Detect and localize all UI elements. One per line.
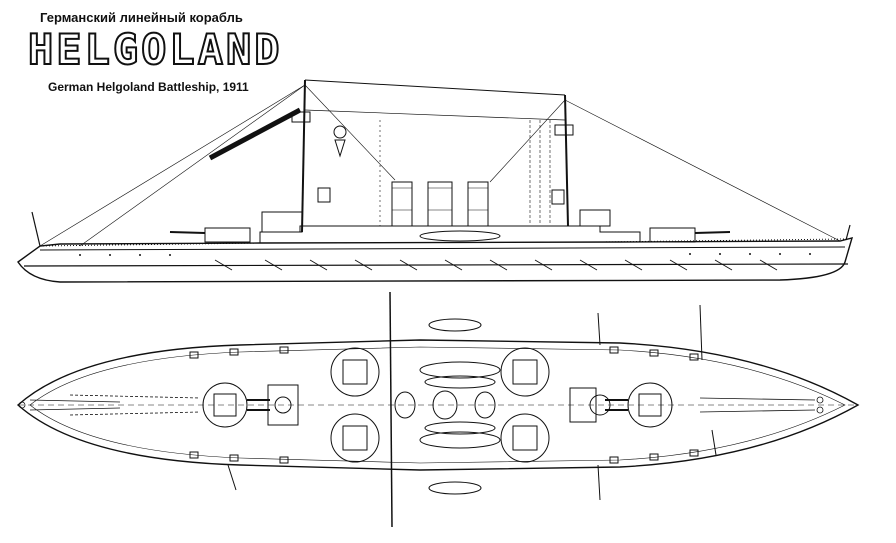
secondary-gun-casemates [189, 346, 699, 464]
fore-fighting-top [291, 111, 311, 123]
turret-bow [202, 382, 270, 428]
plan-aft-conning-tower [589, 394, 611, 416]
turret-aft-port [500, 347, 550, 397]
funnel-1 [391, 181, 413, 227]
topmast-stay [304, 79, 566, 96]
funnel-3 [467, 181, 489, 227]
plan-boom-bow-starboard [227, 464, 237, 491]
fore-mast [301, 79, 306, 233]
boat-crane [208, 107, 302, 161]
side-profile-view [17, 79, 854, 283]
plan-conning-tower [274, 396, 292, 414]
anchor-chains [18, 394, 201, 416]
portholes [79, 253, 811, 256]
plan-boat-port-2 [424, 375, 496, 389]
plan-funnel-1 [394, 391, 416, 419]
plan-boat-port-1 [419, 361, 501, 379]
forward-turret-profile [204, 227, 251, 243]
turret-aft-starboard [500, 413, 550, 463]
aft-turret-profile [649, 227, 696, 243]
wireless-antenna [304, 109, 566, 121]
plan-funnel-3 [474, 391, 496, 419]
main-fighting-top [554, 124, 574, 136]
jack-staff [31, 211, 41, 247]
plan-inner-deck-edge [29, 346, 846, 464]
deck-railing [39, 238, 846, 247]
plan-aft-bridge [569, 387, 597, 423]
plan-boom-stern-starboard [711, 429, 717, 456]
plan-boom-starboard-aft [597, 464, 601, 501]
plan-funnel-2 [432, 390, 458, 420]
english-subtitle: German Helgoland Battleship, 1911 [48, 80, 249, 94]
aft-searchlight [551, 189, 565, 205]
bridge [261, 211, 303, 233]
plan-boom-port-aft [597, 312, 601, 346]
fore-searchlight [317, 187, 331, 203]
turret-fore-starboard [330, 413, 380, 463]
rigging [39, 84, 841, 247]
torpedo-net-booms [214, 259, 778, 271]
aft-bridge [579, 209, 611, 227]
ship-name-title: HELGOLAND [27, 25, 283, 74]
russian-title: Германский линейный корабль [40, 10, 243, 25]
deck-line [39, 246, 846, 251]
deck-boat [419, 230, 501, 242]
plan-fore-yard [389, 291, 393, 528]
plan-boat-starboard-1 [419, 431, 501, 449]
plan-boat-outboard-port [428, 318, 482, 332]
turret-fore-port [330, 347, 380, 397]
funnel-2 [427, 181, 453, 227]
plan-view [16, 291, 860, 528]
plan-hull-outline [16, 339, 860, 471]
waterline [23, 263, 849, 267]
crane-block [333, 125, 347, 139]
plan-boat-starboard-2 [424, 421, 496, 435]
plan-boom-stern-port [699, 304, 703, 361]
plan-fore-bridge [267, 384, 299, 426]
hull-outline [17, 237, 854, 283]
stern-fittings [699, 396, 824, 414]
main-mast [564, 94, 569, 227]
plan-boat-outboard-starboard [428, 481, 482, 495]
ensign-staff [845, 224, 851, 241]
